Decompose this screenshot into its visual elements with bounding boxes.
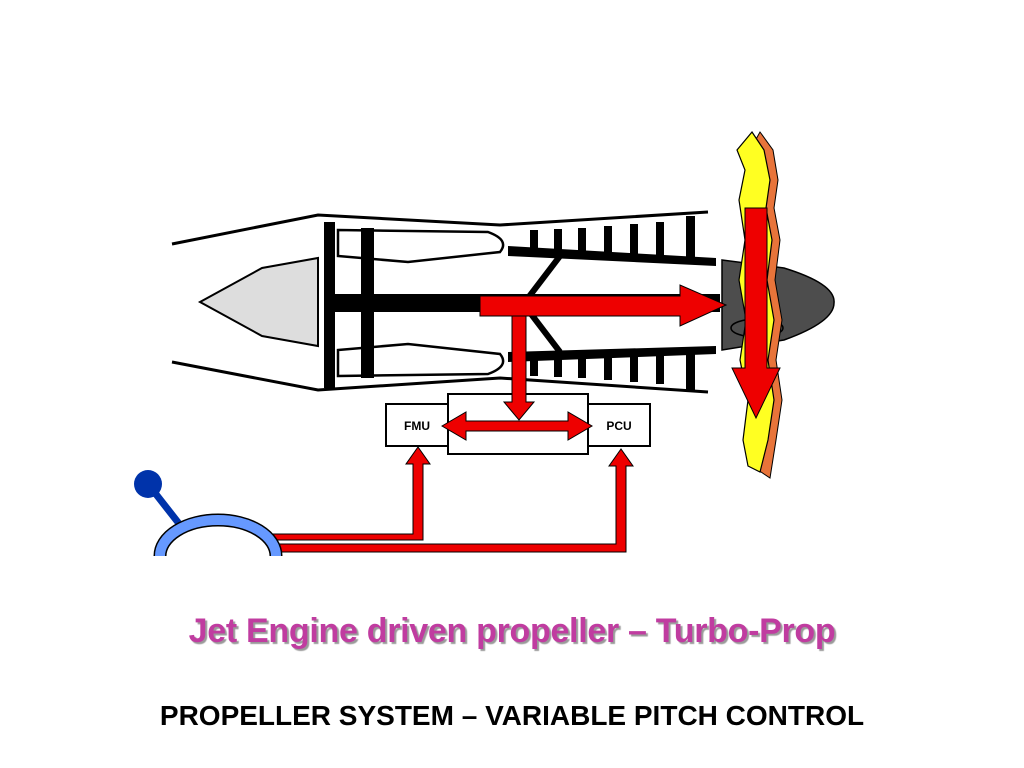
pcu-box [587, 403, 651, 447]
engine-casing [171, 210, 709, 394]
slide-title: Jet Engine driven propeller – Turbo-Prop [188, 612, 836, 650]
pcu-label: PCU [606, 419, 631, 433]
power-lever-knob[interactable] [134, 470, 162, 498]
fmu-label: FMU [404, 419, 430, 433]
fmu-signal-arrow [269, 446, 431, 541]
turbine-struts [525, 254, 563, 354]
lever-quadrant-fill [155, 515, 281, 557]
turbine-section [508, 216, 716, 390]
pcu-signal-arrow [269, 448, 634, 553]
inlet-cone [197, 256, 319, 348]
governor-feed-arrow [502, 315, 536, 421]
compressor-duct [336, 228, 505, 378]
slide-subtitle: PROPELLER SYSTEM – VARIABLE PITCH CONTRO… [159, 700, 865, 731]
pitch-change-arrow [731, 207, 781, 420]
fmu-pcu-arrow [441, 411, 593, 441]
flow-arrows [269, 284, 728, 553]
fmu-box [385, 403, 449, 447]
